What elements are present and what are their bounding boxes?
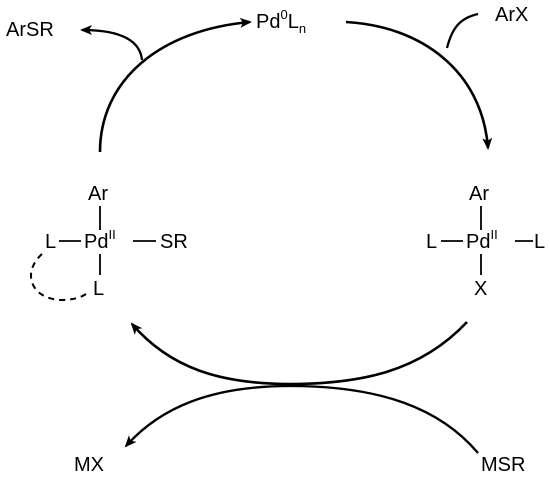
top-left-cycle-arc (98, 17, 252, 153)
right-l-left-label: L (426, 231, 438, 253)
mx-label: MX (74, 454, 104, 476)
right-x-label: X (474, 278, 488, 300)
transmetalation-lower-arc (124, 384, 479, 454)
transmetalation-upper-arc (130, 321, 468, 386)
left-pd-symbol: Pd (84, 231, 109, 253)
arsr-label: ArSR (6, 19, 54, 41)
pd0-catalyst-label: Pd0Ln (256, 8, 306, 35)
left-sr-label: SR (160, 231, 188, 253)
right-l-right-label: L (534, 231, 546, 253)
pd0-ligand: L (287, 11, 299, 33)
left-pd-label: PdII (84, 228, 116, 253)
pd0-oxidation: 0 (280, 7, 288, 22)
chelate-dashed-link (30, 253, 87, 302)
right-pd-label: PdII (466, 228, 498, 253)
pd0-ligand-count: n (298, 21, 307, 36)
arx-label: ArX (495, 4, 529, 26)
right-ar-label: Ar (469, 183, 489, 205)
left-ar-label: Ar (88, 183, 108, 205)
arx-entry-arrow (445, 12, 479, 49)
arsr-release-arrow (80, 25, 144, 61)
msr-label: MSR (481, 454, 526, 476)
left-l-bottom-label: L (93, 278, 105, 300)
left-pd-oxidation: II (108, 227, 116, 242)
pd0-base: Pd (256, 11, 281, 33)
left-l-label: L (45, 231, 57, 253)
right-pd-symbol: Pd (466, 231, 491, 253)
top-right-cycle-arc (345, 20, 493, 150)
right-pd-oxidation: II (490, 227, 498, 242)
